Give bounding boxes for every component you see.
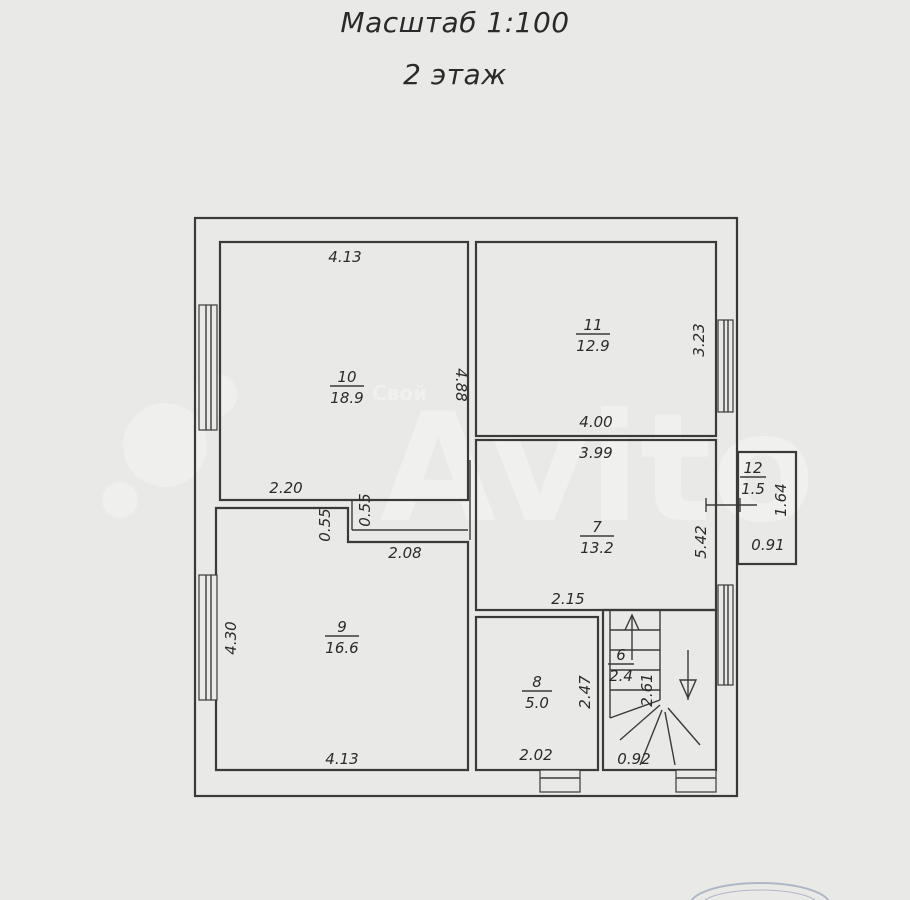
room-label-9: 9 16.6 — [325, 618, 359, 657]
dim-r7-top: 3.99 — [579, 444, 612, 462]
dim-r10-right: 4.88 — [452, 368, 470, 401]
svg-text:10: 10 — [337, 368, 356, 386]
dim-step-bottom: 2.08 — [388, 544, 421, 562]
svg-text:18.9: 18.9 — [330, 389, 363, 407]
svg-text:5.0: 5.0 — [525, 694, 549, 712]
window-left-bottom — [198, 574, 218, 701]
svg-text:1.5: 1.5 — [741, 480, 765, 498]
svg-text:6: 6 — [616, 646, 626, 664]
floor-title: 2 этаж — [403, 58, 507, 91]
window-right-bottom — [717, 584, 734, 686]
window-bottom-8 — [539, 769, 581, 793]
dim-r12-right: 1.64 — [772, 483, 790, 516]
dim-step-left: 0.55 — [316, 508, 334, 541]
svg-text:12: 12 — [743, 459, 762, 477]
window-bottom-6 — [675, 769, 717, 793]
svg-text:11: 11 — [583, 316, 602, 334]
watermark: Avito Свой — [102, 373, 815, 556]
svg-text:7: 7 — [592, 518, 602, 536]
dim-r8-bottom: 2.02 — [519, 746, 552, 764]
svg-text:9: 9 — [337, 618, 347, 636]
svg-text:12.9: 12.9 — [576, 337, 609, 355]
room-12-outline — [736, 450, 798, 566]
watermark-small: Свой — [372, 381, 427, 405]
dim-r8-right: 2.47 — [576, 675, 594, 709]
stamp — [690, 882, 830, 900]
dim-r7-bottom: 2.15 — [551, 590, 584, 608]
scale-title: Масштаб 1:100 — [340, 6, 570, 39]
room-label-7: 7 13.2 — [580, 518, 614, 557]
room-label-6: 6 2.4 — [608, 646, 634, 685]
room-7-outline — [474, 438, 718, 612]
svg-text:2.4: 2.4 — [609, 667, 633, 685]
svg-text:16.6: 16.6 — [325, 639, 358, 657]
dim-step-right: 0.55 — [356, 493, 374, 526]
dim-r12-bottom: 0.91 — [751, 536, 784, 554]
watermark-brand: Avito — [380, 382, 815, 556]
room-label-11: 11 12.9 — [576, 316, 610, 355]
svg-text:13.2: 13.2 — [580, 539, 613, 557]
svg-text:8: 8 — [532, 673, 542, 691]
window-right-top — [717, 319, 734, 413]
room-label-8: 8 5.0 — [522, 673, 552, 712]
dim-r9-left: 4.30 — [222, 621, 240, 654]
dim-r6-right: 2.61 — [638, 673, 656, 706]
room-label-12: 12 1.5 — [740, 459, 766, 498]
room-label-10: 10 18.9 — [330, 368, 364, 407]
room-11-outline — [474, 240, 718, 438]
room-9-outline — [214, 506, 470, 772]
dim-r9-bottom: 4.13 — [325, 750, 358, 768]
dim-r11-right: 3.23 — [690, 323, 708, 356]
room-8-outline — [474, 615, 600, 772]
dim-r10-bottom: 2.20 — [269, 479, 302, 497]
dim-r11-bottom: 4.00 — [579, 413, 612, 431]
window-left-top — [198, 304, 218, 431]
dim-r6-bottom: 0.92 — [617, 750, 650, 768]
dimension-labels: 4.13 4.88 2.20 0.55 0.55 2.08 3.23 4.00 … — [222, 248, 790, 768]
dim-r10-top: 4.13 — [328, 248, 361, 266]
dim-r7-right: 5.42 — [692, 525, 710, 558]
